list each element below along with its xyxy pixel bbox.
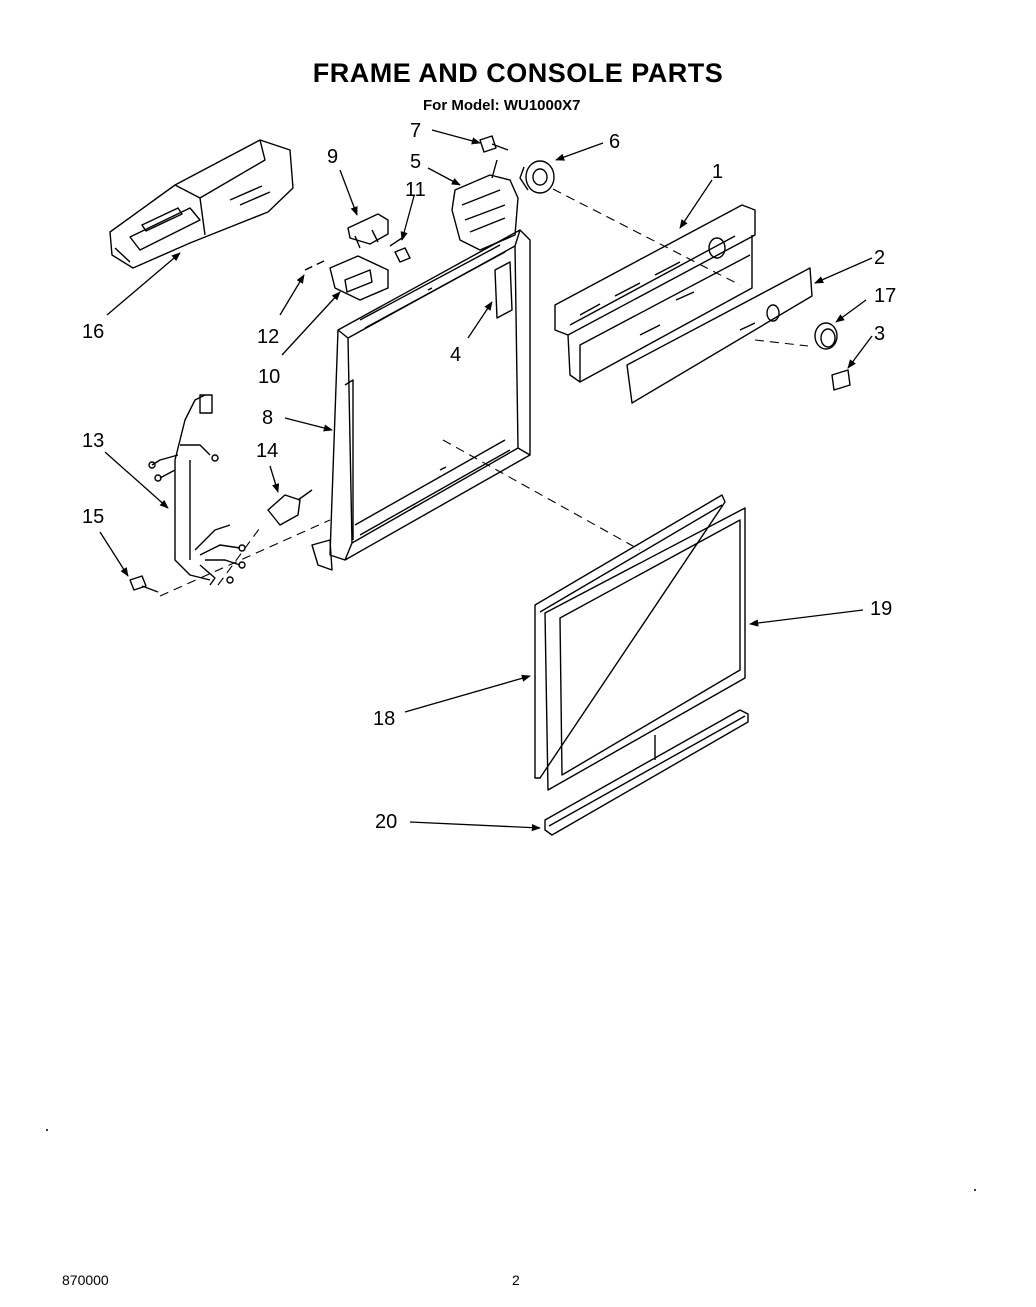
part-19-panel [544,507,746,791]
callout-18: 18 [373,708,395,730]
callout-9: 9 [327,146,338,168]
callout-7: 7 [410,120,421,142]
part-14-connector [267,489,313,526]
callout-1: 1 [712,161,723,183]
leader-arrows [99,129,873,832]
scan-specks [46,1129,976,1191]
callout-5: 5 [410,151,421,173]
part-20-trim [544,709,749,836]
page-title: FRAME AND CONSOLE PARTS [312,58,724,88]
part-1-console [554,204,756,383]
callout-3: 3 [874,323,885,345]
part-3-button [831,369,851,391]
callout-17: 17 [874,285,896,307]
document-number: 870000 [62,1272,109,1288]
callout-8: 8 [262,407,273,429]
callout-10: 10 [258,366,280,388]
part-12-line [304,259,327,271]
callout-13: 13 [82,430,104,452]
callout-12: 12 [257,326,279,348]
part-6-knob [519,160,555,194]
callout-15: 15 [82,506,104,528]
callout-labels: 1 2 3 4 5 6 7 8 9 10 11 12 13 14 15 16 1… [82,120,896,833]
part-8-frame [311,229,531,571]
callout-20: 20 [375,811,397,833]
part-2-overlay [626,267,813,404]
alignment-lines [159,188,809,597]
callout-11: 11 [405,179,426,201]
part-7-screw [479,135,509,153]
callout-16: 16 [82,321,104,343]
callout-6: 6 [609,131,620,153]
part-17-knob [814,322,838,350]
part-9-bracket [347,213,389,249]
callout-4: 4 [450,344,461,366]
part-15-screw [129,575,159,593]
model-subtitle: For Model: WU1000X7 [423,97,581,114]
part-10-latch [329,255,389,301]
part-13-harness [148,394,246,586]
page-number: 2 [512,1272,520,1288]
part-18-panel [534,494,726,779]
part-16-end-cap [109,139,294,269]
part-11-clip [389,237,411,263]
callout-14: 14 [256,440,278,462]
part-5-switch [451,159,519,251]
callout-2: 2 [874,247,885,269]
callout-19: 19 [870,598,892,620]
